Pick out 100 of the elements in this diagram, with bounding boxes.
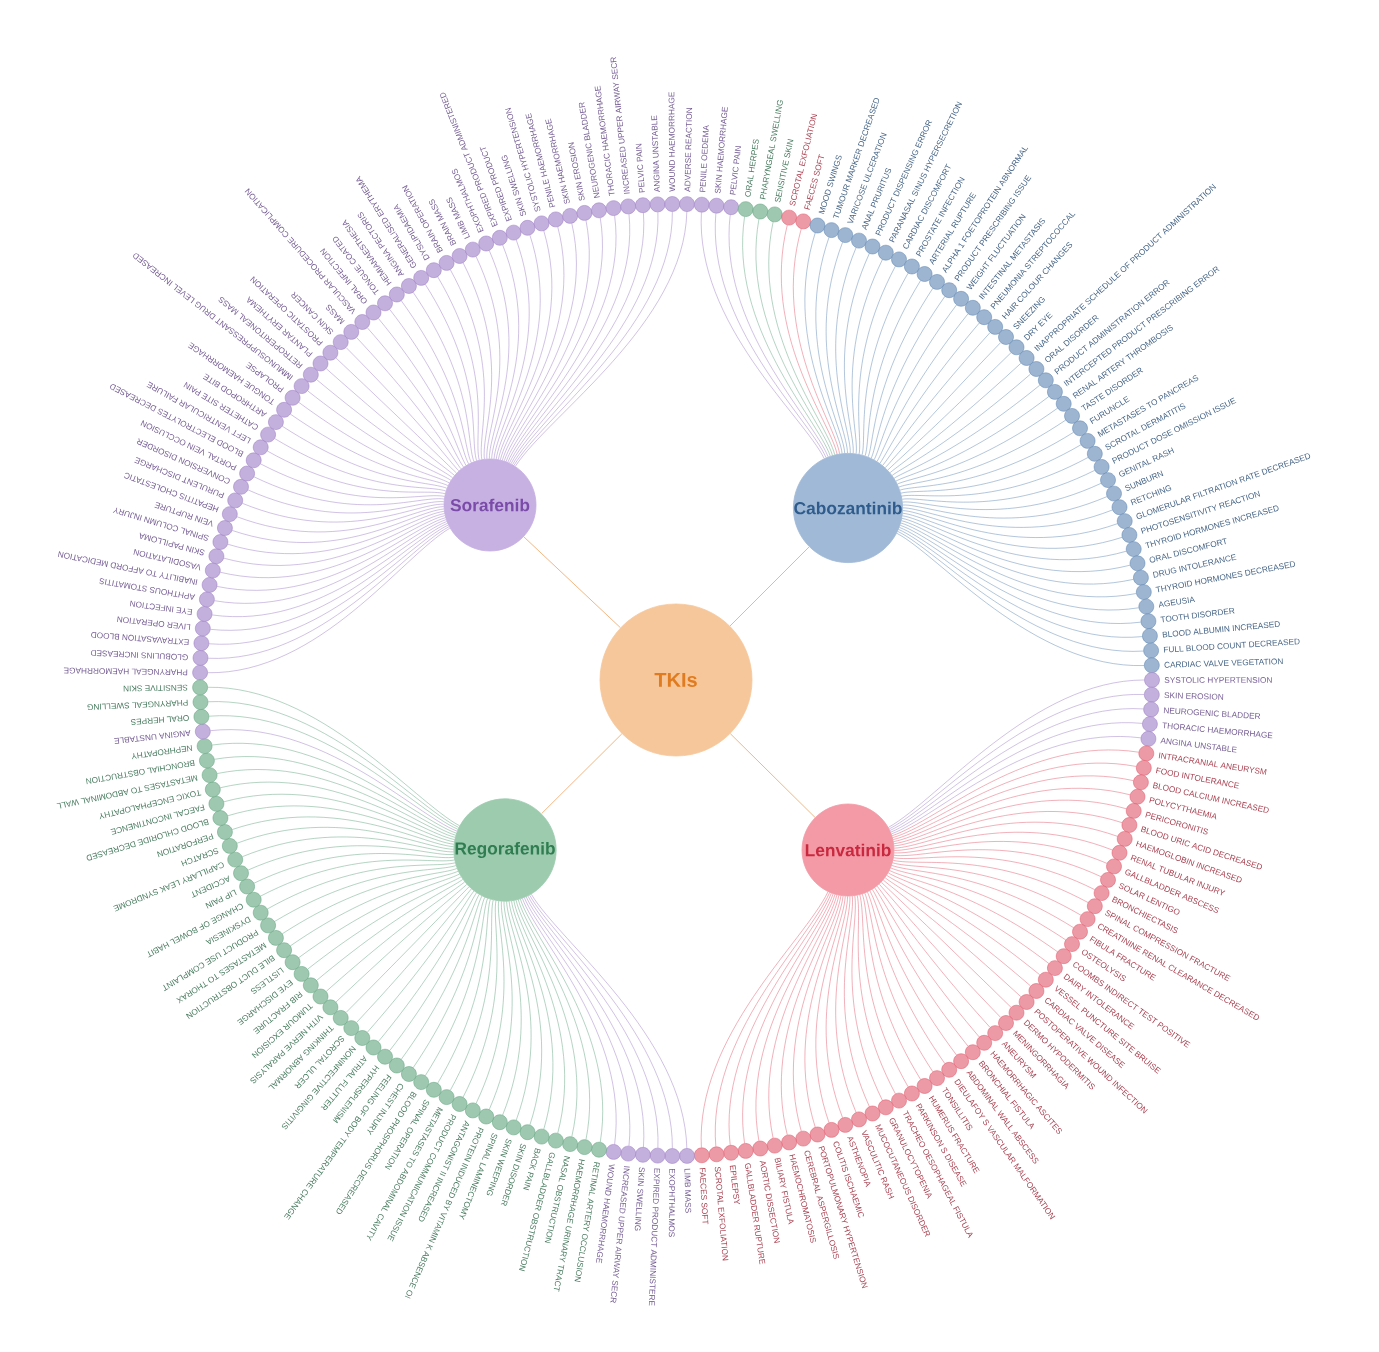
connector-curve bbox=[345, 886, 470, 1013]
connector-curve bbox=[496, 234, 541, 460]
connector-curve bbox=[835, 247, 857, 454]
connector-curve bbox=[900, 525, 1139, 611]
connector-curve bbox=[335, 357, 457, 474]
connector-curve bbox=[895, 396, 1049, 482]
term-label: PENILE OEDEMA bbox=[699, 125, 709, 192]
connector-curve bbox=[881, 882, 1012, 1008]
connector-curve bbox=[274, 865, 457, 922]
connector-curve bbox=[389, 894, 480, 1051]
connector-curve bbox=[851, 895, 883, 1101]
connector-curve bbox=[367, 327, 464, 468]
connector-curve bbox=[755, 894, 836, 1142]
connector-curve bbox=[890, 867, 1066, 941]
connector-curve bbox=[892, 763, 1137, 838]
connector-curve bbox=[891, 865, 1074, 928]
connector-curve bbox=[220, 781, 455, 840]
connector-curve bbox=[902, 470, 1095, 503]
connector-curve bbox=[835, 896, 857, 1113]
connector-curve bbox=[425, 284, 477, 461]
term-label: EXOPHTHALMOS bbox=[668, 1168, 676, 1237]
term-label: SKIN HAEMORRHAGE bbox=[714, 106, 728, 194]
connector-curve bbox=[869, 890, 957, 1056]
connector-curve bbox=[858, 266, 896, 455]
connector-curve bbox=[768, 894, 838, 1139]
connector-curve bbox=[874, 887, 980, 1038]
connector-curve bbox=[897, 408, 1058, 485]
connector-curve bbox=[216, 769, 456, 838]
connector-curve bbox=[356, 888, 472, 1023]
connector-curve bbox=[520, 898, 603, 1143]
connector-curve bbox=[888, 872, 1049, 964]
connector-curve bbox=[367, 890, 475, 1033]
connector-curve bbox=[253, 476, 445, 505]
term-label: SKIN EROSION bbox=[1164, 692, 1224, 700]
term-label: NEPHROPATHY bbox=[131, 745, 193, 760]
connector-curve bbox=[242, 836, 454, 857]
term-label: CARDIAC VALVE VEGETATION bbox=[1164, 658, 1283, 668]
term-label: EYE INFECTION bbox=[129, 600, 193, 615]
connector-curve bbox=[389, 309, 469, 465]
connector-curve bbox=[876, 313, 969, 462]
term-label: PELVIC PAIN bbox=[729, 145, 742, 195]
connector-curve bbox=[450, 269, 485, 460]
connector-curve bbox=[755, 218, 833, 456]
connector-curve bbox=[316, 379, 453, 478]
connector-curve bbox=[825, 896, 848, 1118]
term-label: NEUROGENIC BLADDER bbox=[1163, 707, 1260, 720]
connector-curve bbox=[232, 508, 444, 543]
connector-curve bbox=[511, 900, 553, 1130]
connector-curve bbox=[335, 884, 467, 1003]
connector-curve bbox=[214, 756, 456, 836]
connector-curve bbox=[892, 373, 1031, 476]
connector-curve bbox=[902, 513, 1123, 549]
connector-curve bbox=[223, 794, 455, 843]
connector-curve bbox=[781, 895, 840, 1136]
connector-curve bbox=[894, 811, 1123, 847]
connector-curve bbox=[523, 536, 621, 629]
connector-curve bbox=[876, 885, 991, 1028]
connector-curve bbox=[742, 893, 834, 1144]
connector-curve bbox=[872, 889, 969, 1047]
connector-curve bbox=[462, 262, 492, 460]
connector-curve bbox=[901, 518, 1131, 572]
connector-curve bbox=[867, 288, 933, 458]
term-label: ORAL HERPES bbox=[745, 139, 759, 197]
connector-curve bbox=[879, 322, 980, 464]
connector-curve bbox=[902, 515, 1127, 560]
connector-curve bbox=[236, 506, 444, 532]
connector-curve bbox=[729, 546, 810, 627]
connector-curve bbox=[893, 849, 1102, 877]
term-label: FAECES SOFT bbox=[699, 1168, 709, 1225]
connector-curve bbox=[413, 897, 485, 1068]
connector-curve bbox=[513, 900, 565, 1134]
connector-curve bbox=[307, 390, 451, 481]
connector-curve bbox=[793, 228, 840, 454]
connector-curve bbox=[378, 892, 477, 1042]
term-label: GLOBULINS INCREASED bbox=[90, 650, 188, 661]
term-label: SKIN EROSION bbox=[568, 142, 585, 201]
term-label: THORACIC HAEMORRHAGE bbox=[1162, 722, 1273, 739]
connector-curve bbox=[815, 896, 846, 1123]
connector-curve bbox=[902, 510, 1118, 538]
connector-curve bbox=[508, 901, 542, 1126]
connector-curve bbox=[864, 893, 933, 1072]
connector-curve bbox=[491, 244, 519, 459]
connector-curve bbox=[326, 881, 465, 992]
connector-curve bbox=[893, 800, 1127, 844]
connector-curve bbox=[450, 899, 494, 1091]
connector-curve bbox=[498, 230, 553, 460]
connector-curve bbox=[290, 413, 449, 486]
term-label: AGEUSIA bbox=[1158, 596, 1196, 608]
connector-curve bbox=[475, 256, 500, 459]
connector-curve bbox=[425, 898, 488, 1076]
connector-curve bbox=[867, 891, 945, 1064]
connector-curve bbox=[247, 845, 454, 871]
term-label: WOUND HAEMORRHAGE bbox=[668, 92, 676, 192]
connector-curve bbox=[326, 368, 455, 476]
connector-curve bbox=[894, 832, 1113, 851]
connector-curve bbox=[844, 253, 870, 454]
connector-curve bbox=[825, 242, 848, 454]
connector-curve bbox=[844, 895, 870, 1107]
connector-curve bbox=[893, 788, 1131, 842]
connector-curve bbox=[894, 822, 1118, 849]
